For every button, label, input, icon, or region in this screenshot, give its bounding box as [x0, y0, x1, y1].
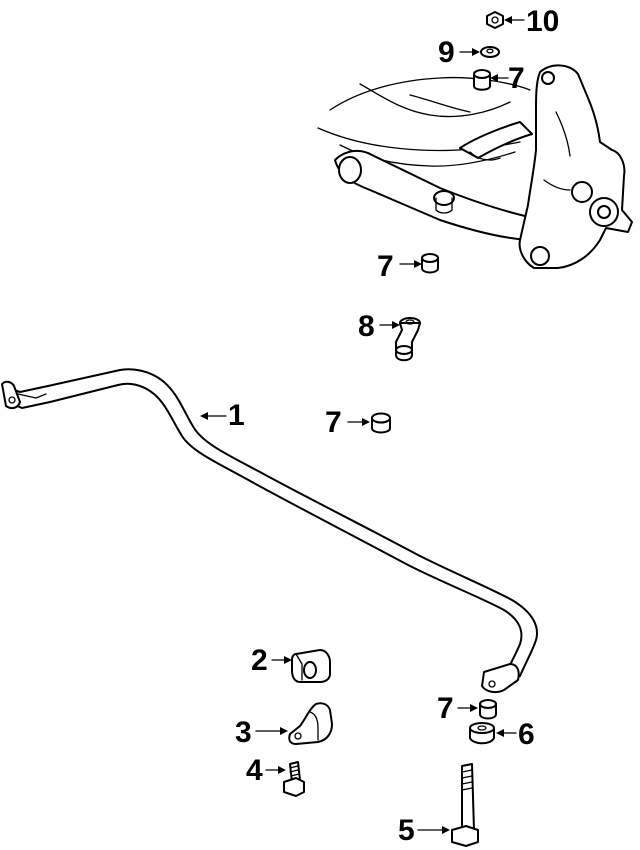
sleeve-part-8 [395, 317, 421, 362]
callout-label-10: 10 [526, 5, 559, 38]
callout-3: 3 [235, 716, 288, 749]
washer-part-9 [480, 46, 500, 58]
bushing-part-2 [291, 649, 331, 683]
callout-7d: 7 [437, 692, 478, 725]
callout-label-6: 6 [518, 718, 535, 751]
callout-label-8: 8 [358, 310, 375, 343]
callout-label-7c: 7 [325, 406, 342, 439]
link-bolt-part-5 [451, 763, 479, 847]
bushing-part-7-fourth [479, 699, 497, 720]
bushing-part-7-top [473, 69, 491, 91]
callout-10: 10 [504, 5, 559, 38]
callout-label-7d: 7 [437, 692, 454, 725]
callout-label-9: 9 [438, 36, 455, 69]
callout-label-5: 5 [398, 814, 415, 847]
callout-4: 4 [246, 754, 286, 787]
callout-8: 8 [358, 310, 400, 343]
callout-7a: 7 [490, 62, 525, 95]
callout-9: 9 [438, 36, 480, 69]
callout-label-7b: 7 [377, 250, 394, 283]
callout-label-4: 4 [246, 754, 263, 787]
suspension-assembly [317, 64, 633, 269]
callout-1: 1 [200, 399, 245, 432]
callout-label-3: 3 [235, 716, 252, 749]
insulator-part-6 [469, 722, 495, 745]
bushing-part-7-second [421, 253, 439, 274]
callout-label-2: 2 [251, 644, 268, 677]
bushing-part-7-third [371, 412, 391, 434]
clamp-bracket-part-3 [288, 702, 333, 745]
bolt-part-4 [283, 761, 305, 797]
callout-label-1: 1 [228, 399, 245, 432]
callout-5: 5 [398, 814, 450, 847]
callout-7c: 7 [325, 406, 370, 439]
callout-2: 2 [251, 644, 292, 677]
callout-label-7a: 7 [508, 62, 525, 95]
nut-part-10 [486, 11, 504, 29]
stabilizer-bar-part-1 [1, 368, 538, 694]
callout-7b: 7 [377, 250, 422, 283]
callout-6: 6 [496, 718, 535, 751]
